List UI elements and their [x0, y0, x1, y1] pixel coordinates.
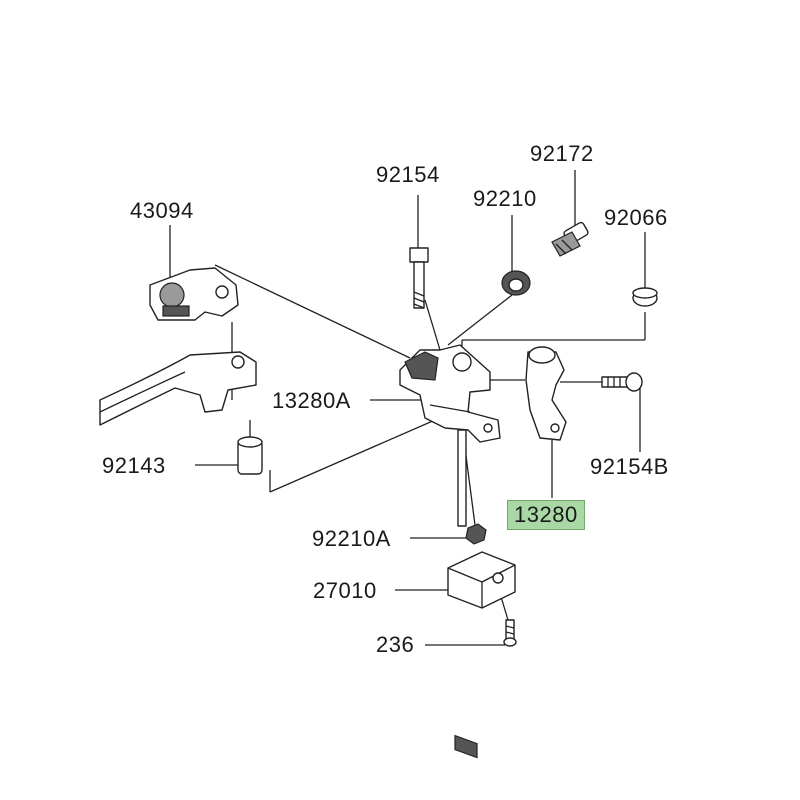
- label-236: 236: [376, 632, 415, 657]
- label-13280: 13280: [507, 500, 585, 530]
- sensor-43094: [149, 267, 239, 321]
- collar-92143: [237, 436, 263, 475]
- label-43094: 43094: [130, 198, 194, 223]
- label-27010: 27010: [313, 578, 377, 603]
- nut-92210a: [465, 523, 487, 545]
- label-92210: 92210: [473, 186, 537, 211]
- long-screw: [457, 429, 467, 527]
- label-92066: 92066: [604, 205, 668, 230]
- clamp-13280: [525, 346, 567, 441]
- label-13280a: 13280A: [272, 388, 351, 413]
- label-92154: 92154: [376, 162, 440, 187]
- label-92172: 92172: [530, 141, 594, 166]
- label-92154b: 92154B: [590, 454, 669, 479]
- switch-27010: [447, 551, 516, 759]
- screw-92172: [551, 221, 589, 257]
- screw-236: [503, 619, 517, 647]
- label-92143: 92143: [102, 453, 166, 478]
- clutch-lever: [99, 351, 257, 426]
- washer-92210: [501, 270, 531, 296]
- bolt-92154b: [601, 372, 643, 392]
- label-92210a: 92210A: [312, 526, 391, 551]
- bolt-92154: [409, 247, 429, 309]
- plug-92066: [632, 287, 658, 307]
- holder-13280a: [399, 344, 501, 443]
